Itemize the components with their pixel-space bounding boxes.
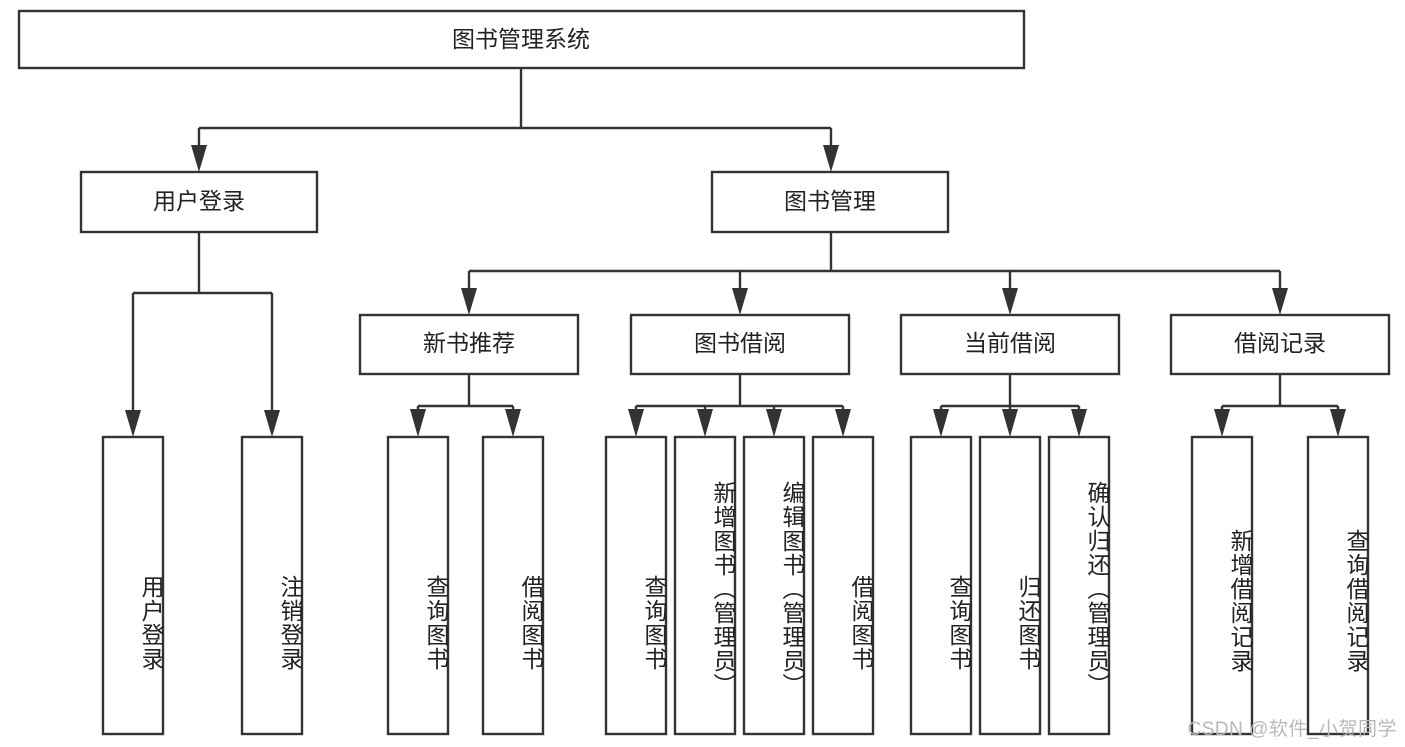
arrow-head-bookmgmt	[823, 145, 839, 172]
node-new-book-recommend[interactable]: 新书推荐	[358, 313, 580, 376]
leaf-box-query-borrow-record[interactable]	[1306, 435, 1370, 736]
node-book-management-label: 图书管理	[784, 188, 876, 214]
node-book-management-box[interactable]	[710, 170, 950, 234]
node-borrow-record-box[interactable]	[1169, 313, 1391, 376]
node-book-borrow[interactable]: 图书借阅	[629, 313, 851, 376]
node-root[interactable]: 图书管理系统	[17, 9, 1026, 70]
arrow-head-login	[191, 145, 207, 172]
node-new-book-recommend-label: 新书推荐	[423, 330, 515, 356]
node-borrow-record[interactable]: 借阅记录	[1169, 313, 1391, 376]
connector-group-book-borrow	[628, 374, 851, 437]
arrow-head-borrow-leaf4	[835, 409, 851, 437]
arrow-head-record-leaf2	[1330, 409, 1346, 437]
connector-group-borrow-record	[1214, 374, 1346, 437]
arrow-head-record	[1272, 288, 1288, 315]
leaf-box-add-book-admin[interactable]	[673, 435, 737, 736]
arrow-head-newbook-leaf2	[505, 409, 521, 437]
arrow-head-current-leaf2	[1002, 409, 1018, 437]
arrow-head-borrow-leaf3	[766, 409, 782, 437]
arrow-head-record-leaf1	[1214, 409, 1230, 437]
leaf-box-user-login[interactable]	[101, 435, 165, 736]
leaf-box-query-book-current[interactable]	[909, 435, 973, 736]
leaf-box-query-book-newbook[interactable]	[386, 435, 450, 736]
arrow-head-current-leaf3	[1071, 409, 1087, 437]
node-current-borrow[interactable]: 当前借阅	[899, 313, 1121, 376]
arrow-head-newbook	[461, 288, 477, 315]
arrow-head-current-leaf1	[933, 409, 949, 437]
connector-group-current-borrow	[933, 374, 1087, 437]
csdn-watermark: CSDN @软件_小贺同学	[1187, 719, 1397, 740]
leaf-box-borrow-book[interactable]	[811, 435, 875, 736]
leaf-box-confirm-return-admin[interactable]	[1047, 435, 1111, 736]
node-borrow-record-label: 借阅记录	[1234, 330, 1326, 356]
leaf-box-add-borrow-record[interactable]	[1190, 435, 1254, 736]
connector-group-new-book	[410, 374, 521, 437]
arrow-head-borrow-leaf2	[697, 409, 713, 437]
node-current-borrow-box[interactable]	[899, 313, 1121, 376]
node-root-box[interactable]	[17, 9, 1026, 70]
leaf-box-borrow-book-newbook[interactable]	[481, 435, 545, 736]
node-book-management[interactable]: 图书管理	[710, 170, 950, 234]
arrow-head-current	[1002, 288, 1018, 315]
leaf-box-edit-book-admin[interactable]	[742, 435, 806, 736]
node-user-login-label: 用户登录	[153, 188, 245, 214]
node-new-book-recommend-box[interactable]	[358, 313, 580, 376]
arrow-head-borrow-leaf1	[628, 409, 644, 437]
connector-group-user-login	[125, 232, 280, 437]
node-user-login-box[interactable]	[79, 170, 319, 234]
connector-group-root	[191, 68, 839, 172]
arrow-head-borrow	[732, 288, 748, 315]
node-user-login[interactable]: 用户登录	[79, 170, 319, 234]
leaf-box-query-book-borrow[interactable]	[604, 435, 668, 736]
connector-group-book-mgmt	[461, 232, 1288, 315]
arrow-head-leaf-logout	[264, 410, 280, 437]
leaf-box-return-book[interactable]	[978, 435, 1042, 736]
node-current-borrow-label: 当前借阅	[964, 330, 1056, 356]
arrow-head-leaf-user-login	[125, 410, 141, 437]
arrow-head-newbook-leaf1	[410, 409, 426, 437]
node-book-borrow-label: 图书借阅	[694, 330, 786, 356]
node-root-label: 图书管理系统	[452, 26, 590, 52]
leaf-boxes-group	[101, 435, 1370, 736]
leaf-box-logout[interactable]	[240, 435, 304, 736]
node-book-borrow-box[interactable]	[629, 313, 851, 376]
